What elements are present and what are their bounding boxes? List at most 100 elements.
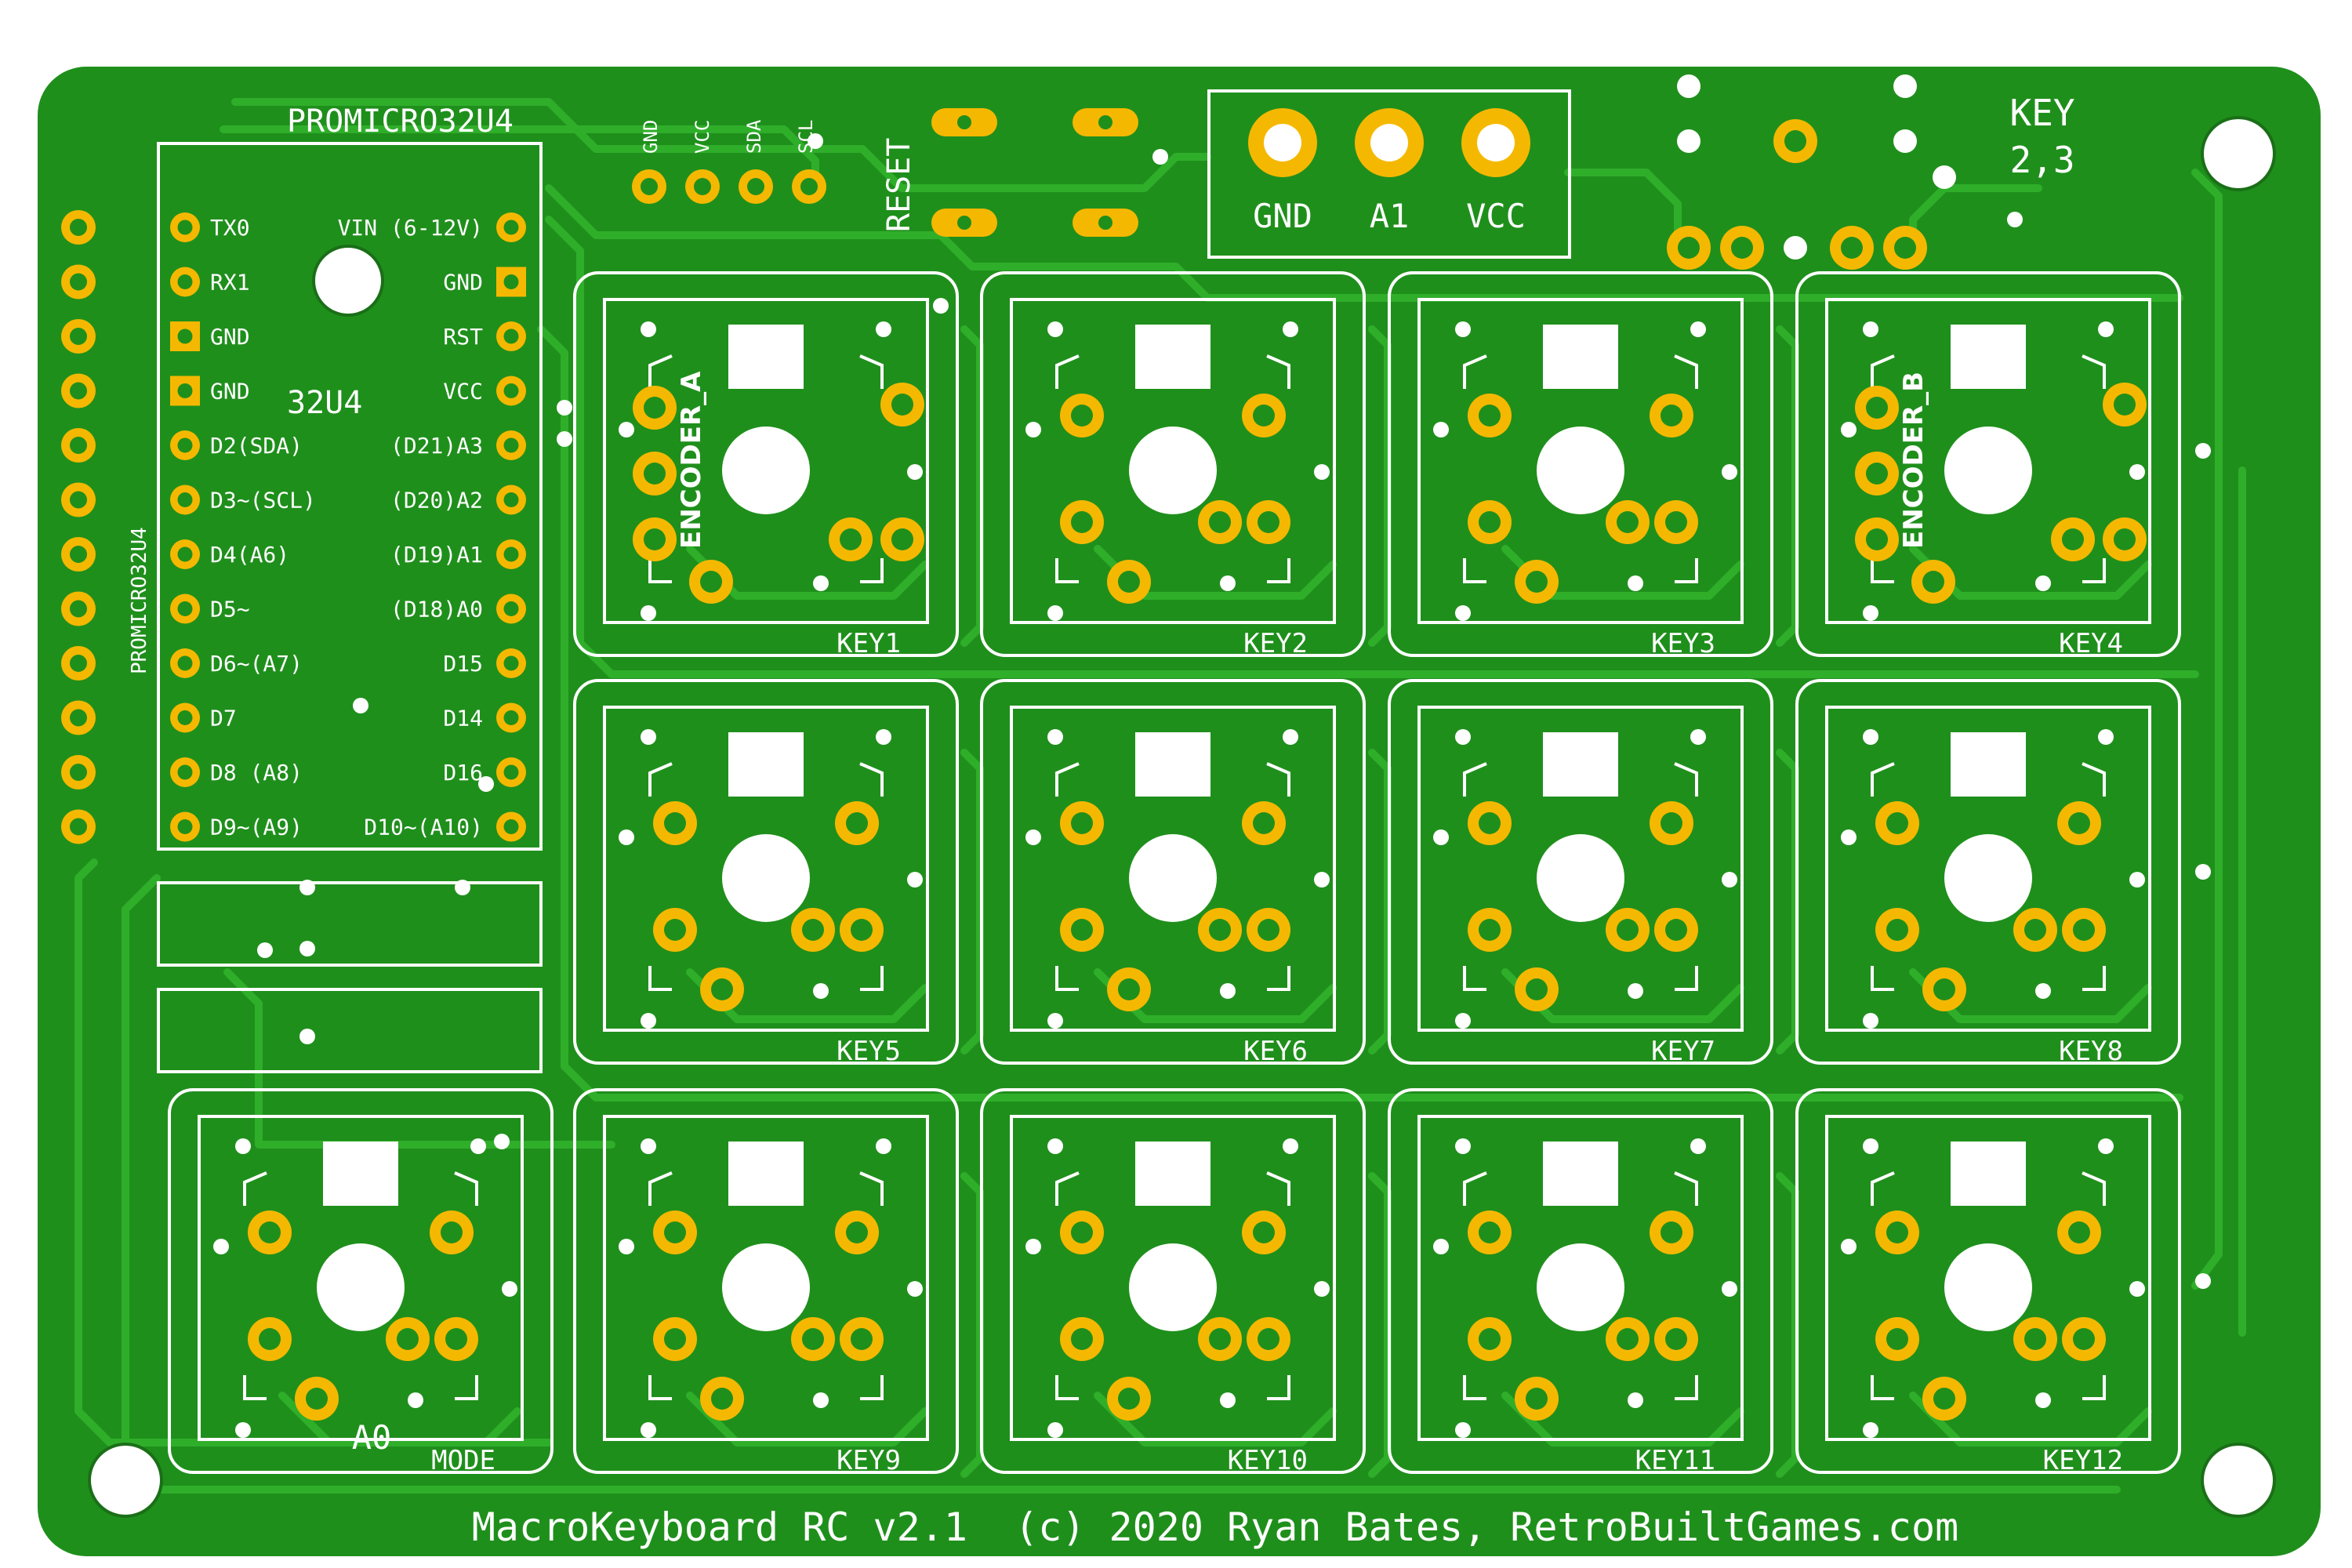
switch-bracket (243, 1375, 267, 1400)
switch-bracket (1871, 966, 1894, 991)
pad-hole (503, 437, 519, 453)
pro-micro-pin-label: (D18)A0 (390, 597, 483, 622)
via (2035, 1392, 2051, 1408)
switch-center-hole (722, 834, 810, 922)
via (2129, 1281, 2145, 1297)
pad-hole (70, 328, 87, 345)
pad-hole (1209, 511, 1231, 533)
pro-micro-side-label: PROMICRO32U4 (128, 527, 151, 674)
switch-center-hole (1537, 426, 1624, 514)
pad-hole (70, 437, 87, 454)
key23-label-line1: KEY (2009, 92, 2074, 134)
pad-hole (1479, 919, 1501, 941)
via (1433, 829, 1449, 845)
pad-hole (70, 382, 87, 400)
pro-micro-pin-label: D14 (443, 706, 483, 731)
pro-micro-pin-label: GND (210, 379, 250, 405)
pad-hole (1071, 1221, 1093, 1243)
mounting-hole (2201, 116, 2276, 191)
pad-hole (70, 273, 87, 291)
switch-bracket (1463, 1171, 1487, 1206)
led-window (323, 1142, 398, 1206)
pro-micro-pin-label: D10~(A10) (364, 815, 483, 840)
mounting-hole (2201, 1443, 2276, 1518)
via (1841, 422, 1857, 437)
via (1690, 1138, 1706, 1154)
pad-hole (177, 274, 193, 289)
switch-bracket (1871, 354, 1895, 389)
pad-hole (1933, 978, 1955, 1000)
pro-micro-pin-label: (D19)A1 (390, 542, 483, 568)
trace (686, 1392, 929, 1446)
switch-bracket (648, 966, 672, 991)
pad-hole (2114, 528, 2136, 550)
key-inner-outline (1825, 706, 2151, 1032)
trace (545, 216, 2199, 678)
pad-hole (700, 571, 722, 593)
switch-bracket (1266, 762, 1290, 797)
via (933, 298, 949, 314)
pad-hole (1118, 1388, 1140, 1410)
led-window (1951, 732, 2026, 797)
switch-bracket (455, 1375, 478, 1400)
via (1314, 464, 1330, 480)
pad-hole (503, 220, 519, 235)
pro-micro-pin-label: D8 (A8) (210, 760, 303, 786)
key-label: KEY8 (2059, 1036, 2123, 1067)
key-inner-outline (1010, 298, 1336, 624)
pad-hole (1253, 1221, 1275, 1243)
via (907, 464, 923, 480)
key-switch-8: KEY8 (1795, 679, 2181, 1067)
switch-center-hole (722, 1243, 810, 1331)
pad-hole (851, 919, 873, 941)
via (1433, 1239, 1449, 1254)
switch-center-hole (722, 426, 810, 514)
pad-hole (664, 1328, 686, 1350)
switch-bracket (859, 762, 884, 797)
led-window (728, 1142, 804, 1206)
pad-hole (177, 710, 193, 725)
pad-hole (641, 178, 658, 195)
key23-hole (1677, 74, 1700, 98)
pro-micro-pin-label: D16 (443, 760, 483, 786)
key-label: MODE (431, 1445, 495, 1476)
pad-hole (70, 818, 87, 836)
key23-hole (1933, 165, 1956, 189)
pad-hole (1098, 216, 1112, 230)
via (1628, 983, 1643, 999)
key-outline (1795, 679, 2181, 1065)
via (1283, 729, 1298, 745)
i2c-header: GND VCC SDA SCL (632, 119, 826, 204)
switch-bracket (1055, 966, 1079, 991)
pad-hole (259, 1328, 281, 1350)
pro-micro-left-pins: TX0RX1GNDGNDD2(SDA)D3~(SCL)D4(A6)D5~D6~(… (170, 212, 316, 842)
pro-micro-title: PROMICRO32U4 (287, 103, 514, 140)
switch-bracket (1675, 1375, 1698, 1400)
via (641, 729, 656, 745)
footer-credit: MacroKeyboard RC v2.1 (c) 2020 Ryan Bate… (472, 1504, 1958, 1550)
trace (278, 1392, 521, 1446)
key-inner-outline (603, 706, 929, 1032)
switch-bracket (1463, 354, 1487, 389)
via (299, 941, 315, 956)
via (1433, 422, 1449, 437)
pad-hole (503, 764, 519, 780)
pad-hole (1253, 405, 1275, 426)
pot-pad-hole (1264, 124, 1301, 162)
led-window (1951, 325, 2026, 389)
pad-hole (1526, 571, 1548, 593)
pro-micro-pin-label: GND (210, 324, 250, 350)
pad-hole (846, 1221, 868, 1243)
pad-hole (1784, 130, 1806, 152)
via (1841, 1239, 1857, 1254)
key-inner-outline (603, 1115, 929, 1441)
pad-hole (1479, 812, 1501, 834)
pad-hole (1678, 237, 1700, 259)
via (213, 1239, 229, 1254)
via (2035, 575, 2051, 591)
switch-bracket (1055, 354, 1080, 389)
switch-bracket (2082, 762, 2106, 797)
pro-micro-pin-label: D15 (443, 651, 483, 677)
via (1314, 872, 1330, 887)
